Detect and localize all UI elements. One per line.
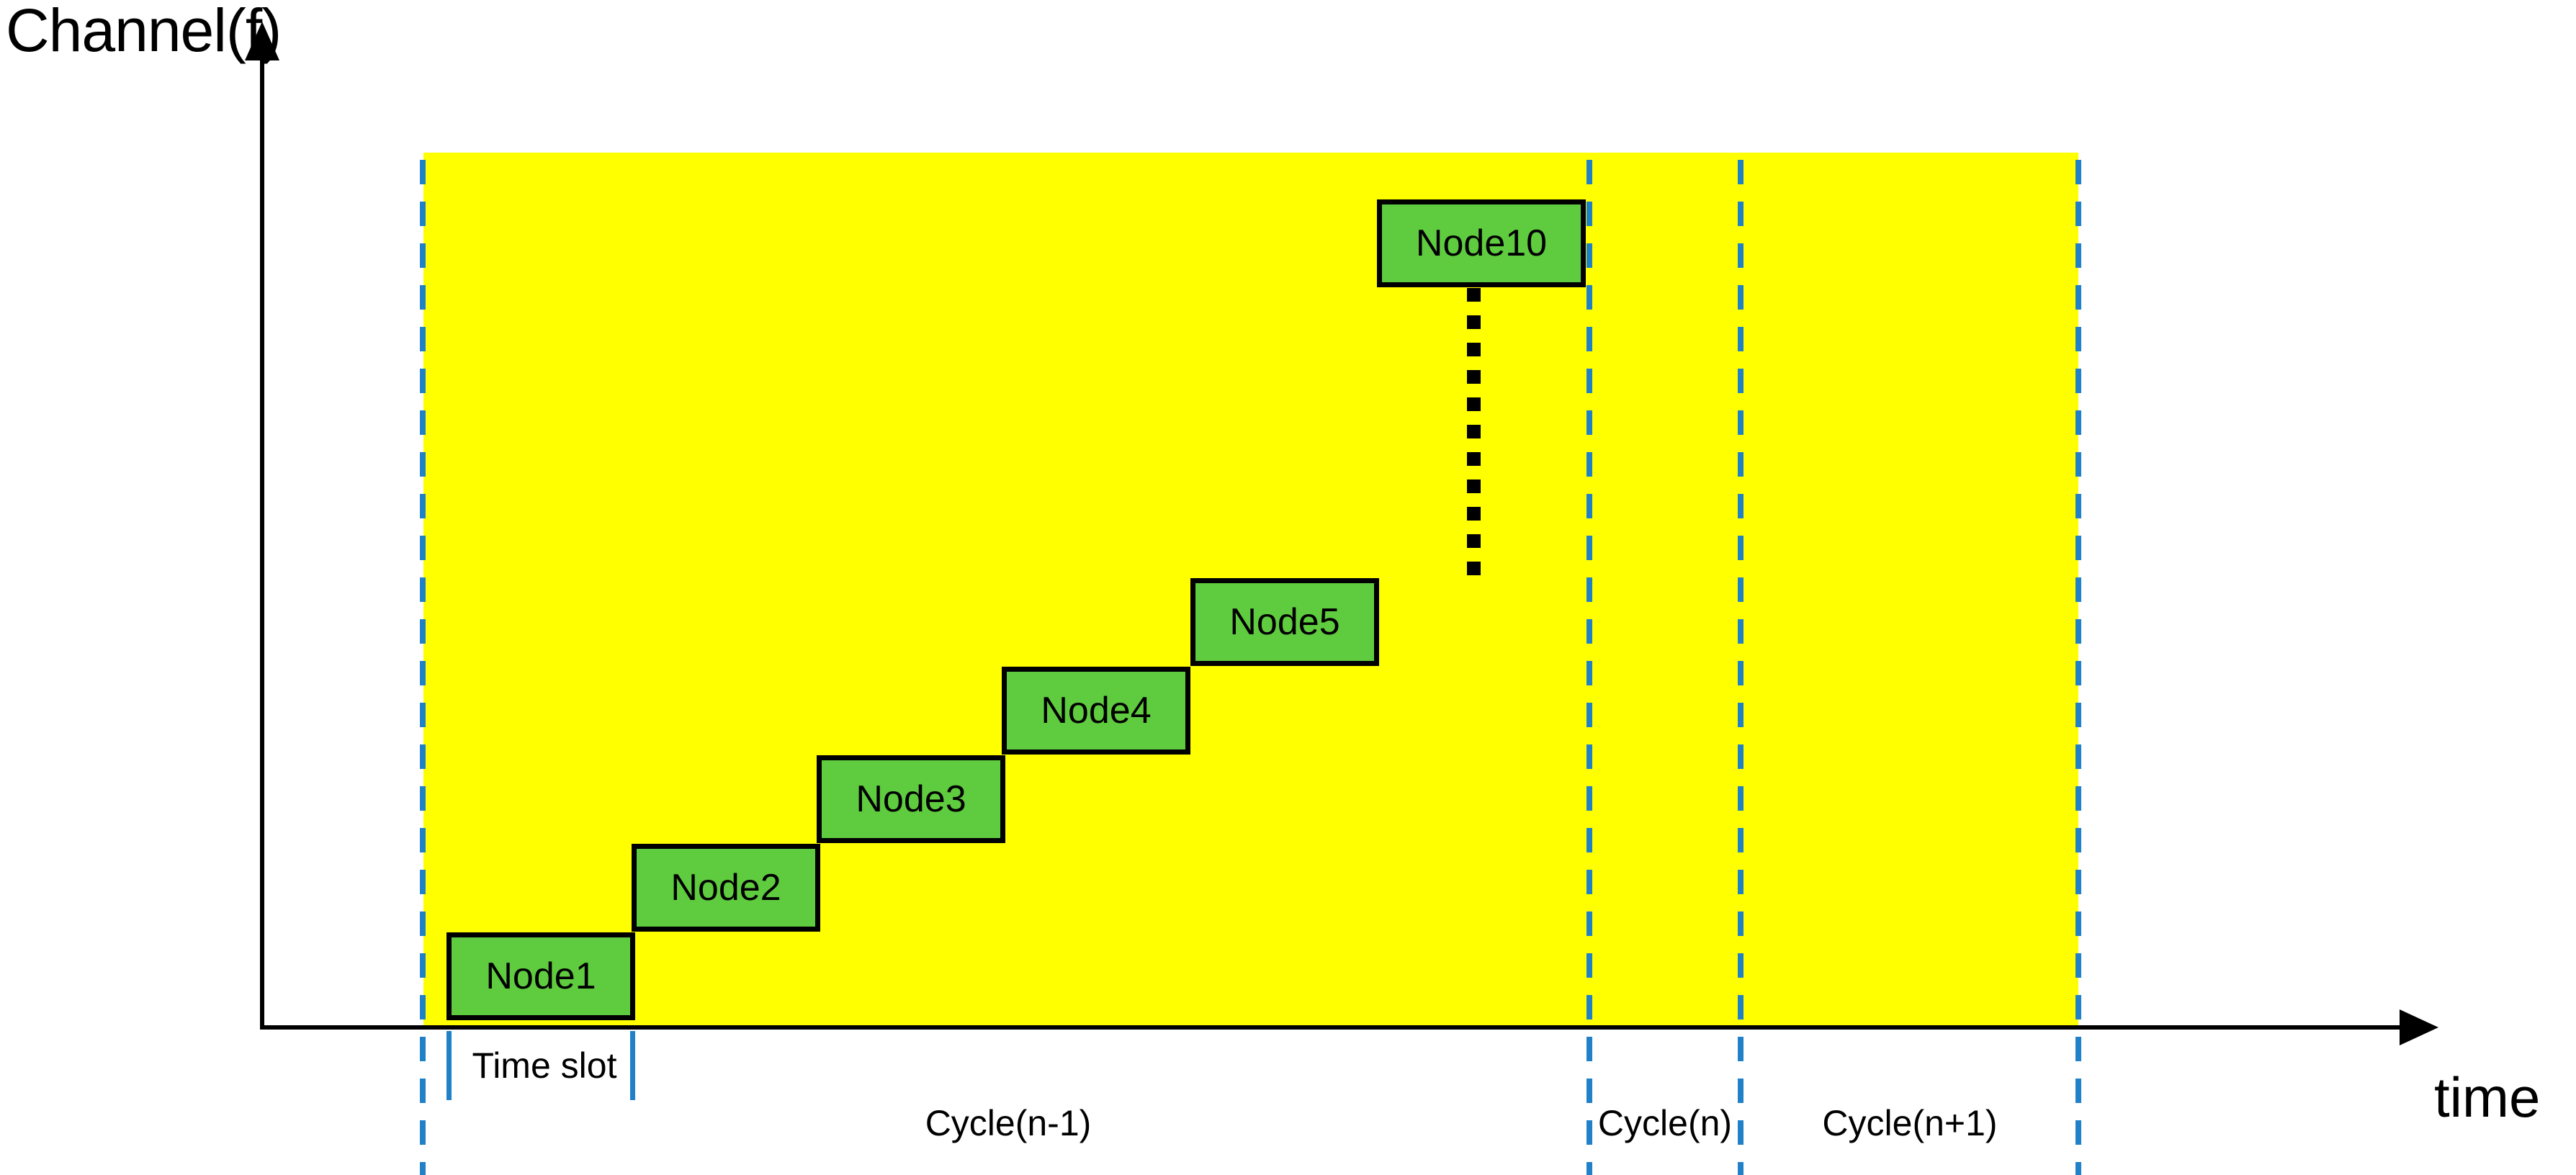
y-axis-title: Channel(f) <box>6 0 282 64</box>
vertical-ellipsis-icon <box>1467 288 1481 589</box>
node-label: Node1 <box>485 955 596 997</box>
node-label: Node2 <box>670 867 781 909</box>
node-label: Node3 <box>856 778 966 820</box>
cycle-divider-0 <box>420 160 426 1175</box>
y-axis-line <box>260 56 264 1030</box>
node-label: Node5 <box>1229 601 1340 643</box>
x-axis-line <box>260 1025 2410 1030</box>
y-axis-arrow-icon <box>245 22 279 60</box>
node-box-4[interactable]: Node4 <box>1002 667 1190 755</box>
x-axis-title: time <box>2434 1066 2541 1129</box>
time-slot-marker-right <box>630 1031 635 1100</box>
node-box-3[interactable]: Node3 <box>817 755 1005 843</box>
x-axis-arrow-icon <box>2400 1009 2438 1045</box>
cycle-divider-3 <box>2075 160 2081 1175</box>
node-box-1[interactable]: Node1 <box>446 932 635 1020</box>
cycle-label-n: Cycle(n) <box>1597 1103 1733 1143</box>
node-box-2[interactable]: Node2 <box>632 844 820 932</box>
node-label: Node4 <box>1041 690 1152 731</box>
node-box-10[interactable]: Node10 <box>1377 199 1586 287</box>
cycle-divider-1 <box>1587 160 1592 1175</box>
cycle-label-n-minus-1: Cycle(n-1) <box>925 1103 1092 1143</box>
cycle-divider-2 <box>1738 160 1743 1175</box>
time-slot-marker-left <box>446 1031 452 1100</box>
node-box-5[interactable]: Node5 <box>1190 578 1379 666</box>
cycle-label-n-plus-1: Cycle(n+1) <box>1822 1103 1998 1143</box>
time-slot-label: Time slot <box>472 1045 617 1086</box>
node-label: Node10 <box>1415 222 1548 264</box>
